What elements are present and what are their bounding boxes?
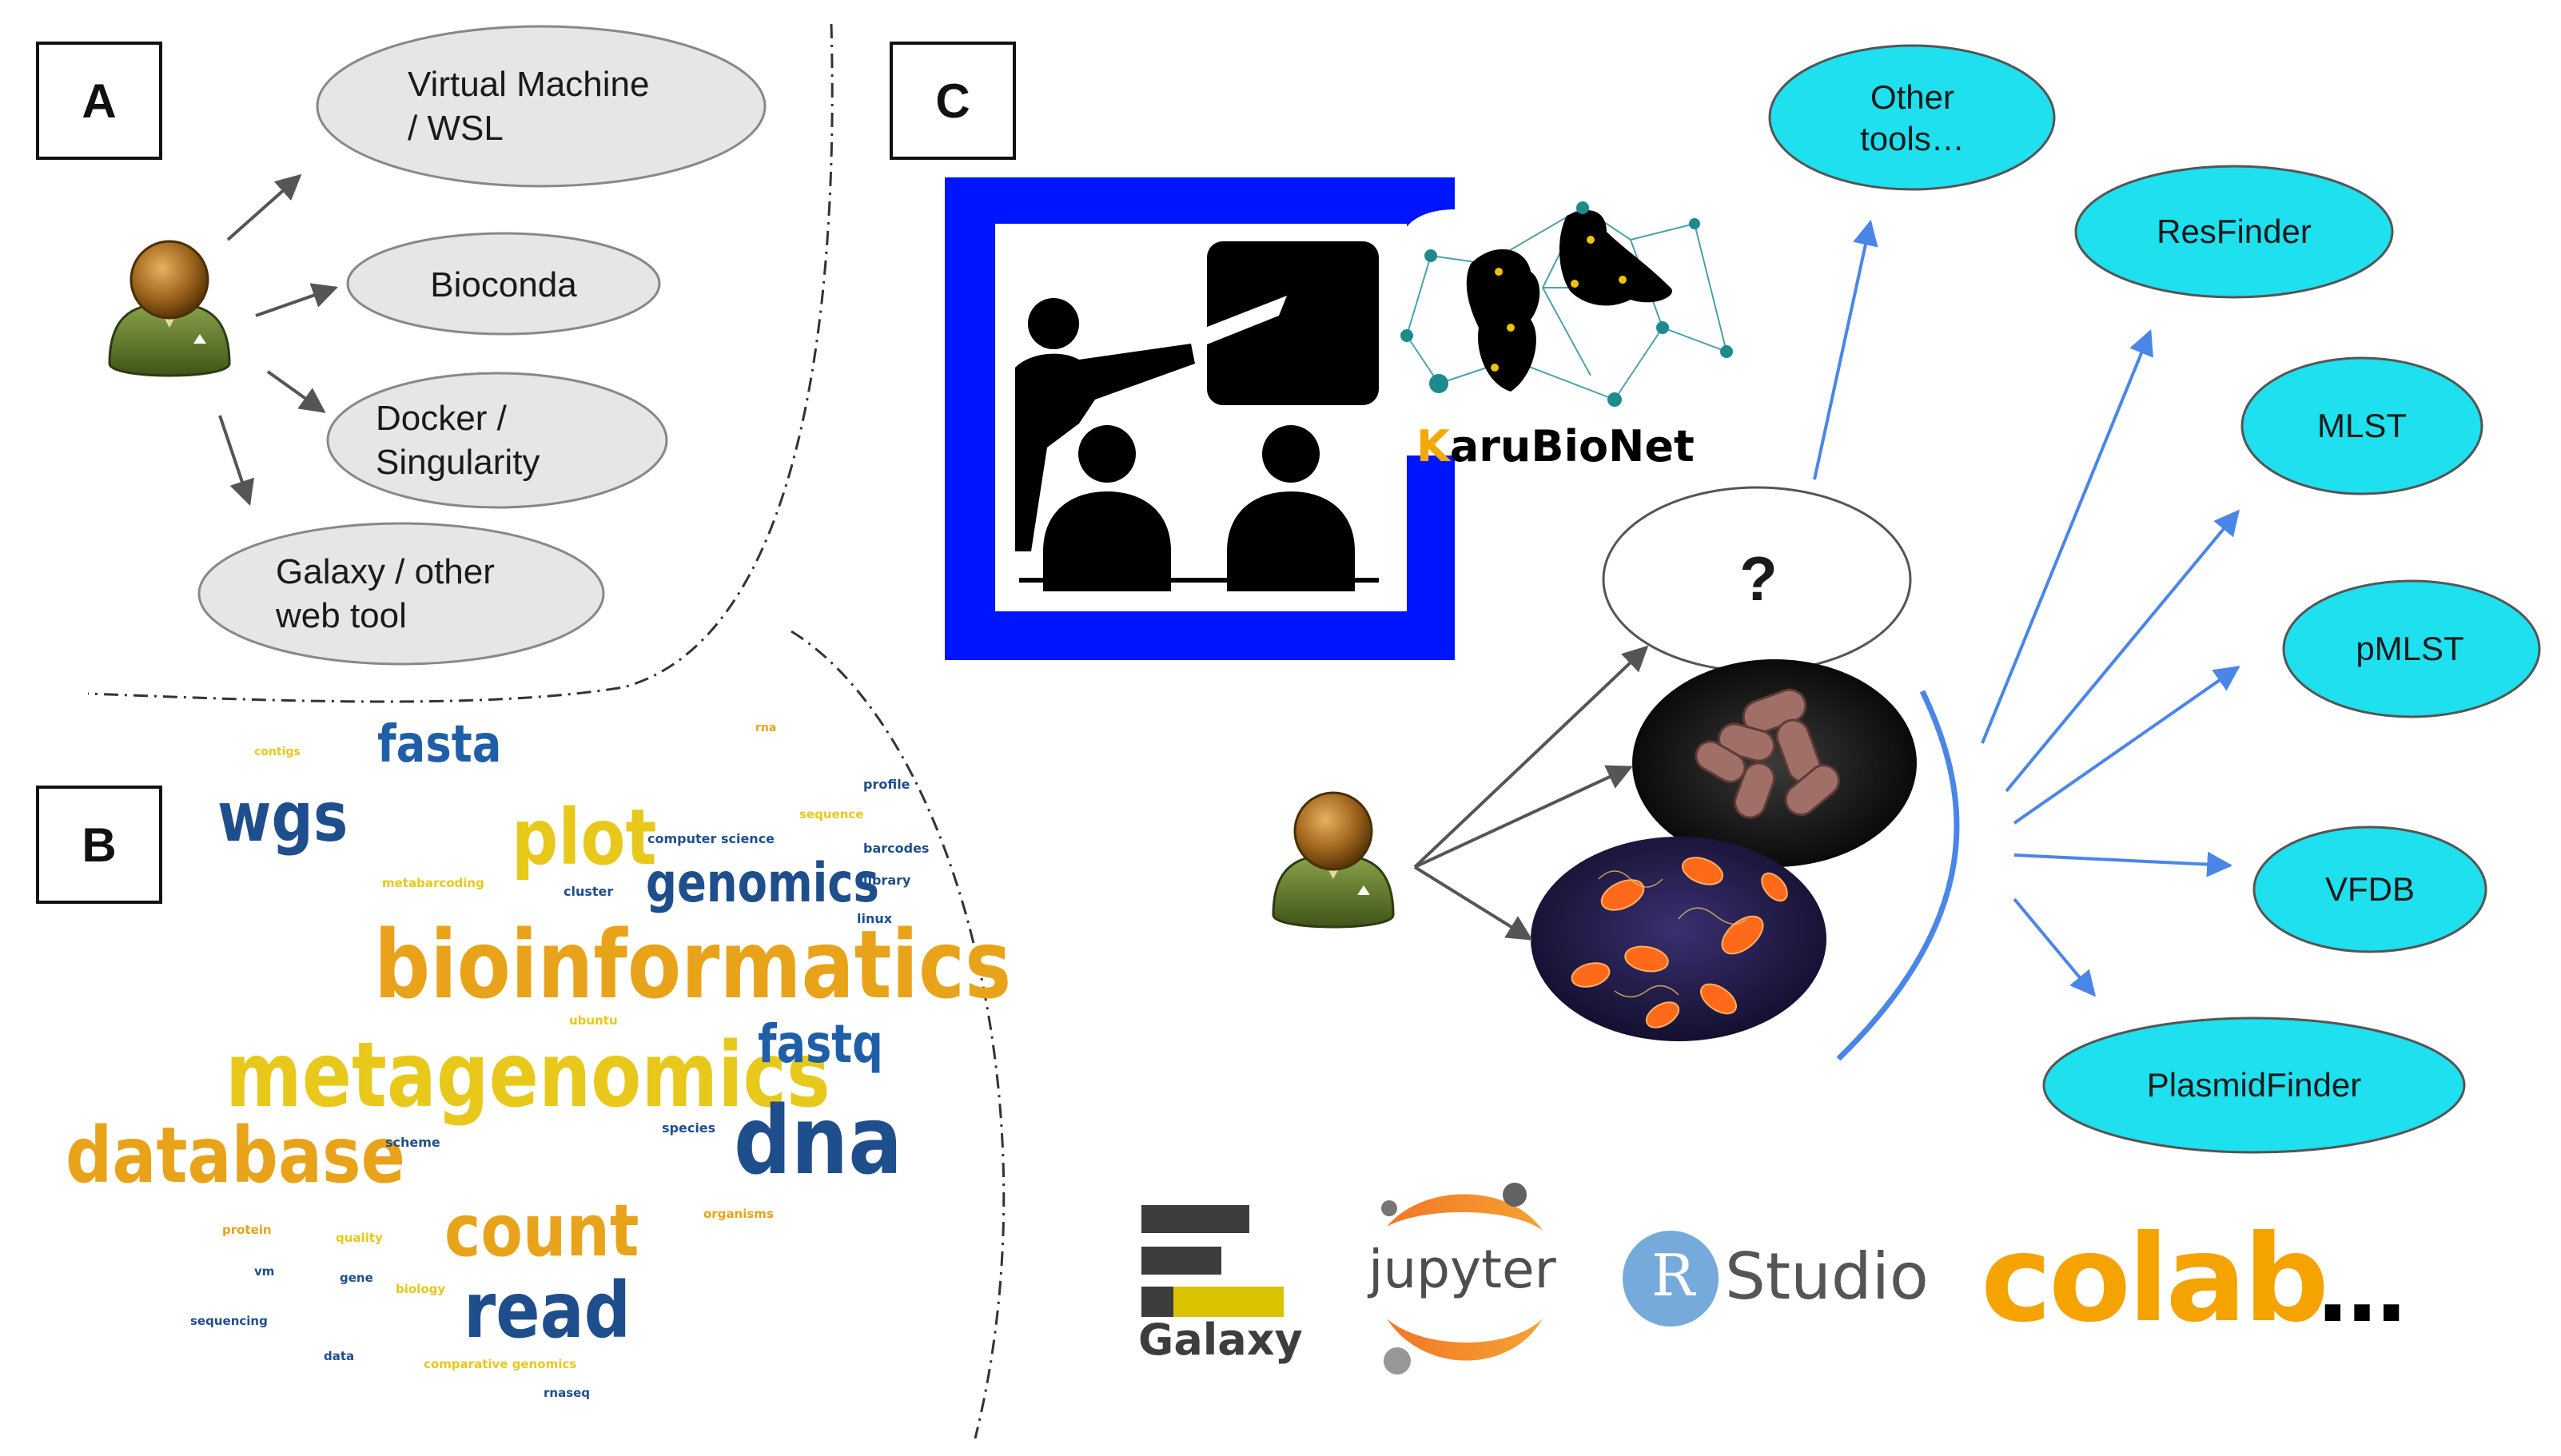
tool-ellipses bbox=[1768, 44, 2541, 1154]
tool-ellipse-resfinder bbox=[2074, 165, 2394, 299]
word-sequence: sequence bbox=[799, 807, 864, 821]
word-metagenomics: metagenomics bbox=[225, 1024, 830, 1128]
panel-a-options bbox=[197, 25, 767, 666]
word-plot: plot bbox=[512, 793, 657, 882]
word-genomics: genomics bbox=[646, 852, 879, 915]
option-label-bioconda: Bioconda bbox=[430, 265, 577, 304]
word-library: library bbox=[863, 873, 911, 888]
rstudio-logo-r: R bbox=[1651, 1242, 1695, 1309]
panel-label-b: B bbox=[36, 786, 162, 904]
network-map-icon bbox=[1400, 201, 1733, 407]
word-read: read bbox=[464, 1266, 631, 1355]
bacteria-micrograph-icon bbox=[1531, 659, 1917, 1041]
word-ubuntu: ubuntu bbox=[569, 1013, 618, 1028]
word-data: data bbox=[324, 1349, 355, 1363]
word-scheme: scheme bbox=[385, 1135, 440, 1150]
tool-ellipse-vfdb bbox=[2252, 825, 2487, 953]
option-label-galaxy: Galaxy / other web tool bbox=[276, 552, 495, 635]
panel-label-c: C bbox=[890, 42, 1016, 160]
tool-label-vfdb: VFDB bbox=[2324, 869, 2415, 908]
word-protein: protein bbox=[222, 1223, 272, 1237]
word-cluster: cluster bbox=[564, 884, 614, 899]
word-database: database bbox=[66, 1111, 405, 1200]
tool-arrows bbox=[1813, 219, 2240, 997]
karubionet-logo-rest: aruBioNet bbox=[1449, 421, 1695, 471]
option-ellipse-docker bbox=[326, 372, 668, 509]
separator-b-c bbox=[791, 630, 1006, 1439]
word-barcodes: barcodes bbox=[863, 841, 930, 856]
option-ellipse-galaxy bbox=[197, 522, 605, 666]
tool-label-resfinder: ResFinder bbox=[2157, 212, 2312, 250]
galaxy-logo-text: Galaxy bbox=[1138, 1315, 1303, 1365]
option-label-vm: Virtual Machine / WSL bbox=[408, 65, 650, 148]
option-ellipse-bioconda bbox=[346, 232, 661, 336]
word-organisms: organisms bbox=[703, 1207, 774, 1221]
panel-a-arrows bbox=[218, 173, 339, 507]
word-species: species bbox=[662, 1120, 716, 1136]
word-profile: profile bbox=[863, 777, 910, 792]
tool-ellipse-pmlst bbox=[2282, 579, 2541, 718]
word-metabarcoding: metabarcoding bbox=[382, 876, 484, 890]
more-ellipsis: … bbox=[2318, 1239, 2406, 1342]
classroom-teacher-icon bbox=[945, 177, 1455, 660]
galaxy-logo-icon bbox=[1141, 1205, 1284, 1317]
option-ellipse-vm bbox=[316, 25, 767, 188]
tool-ellipse-other bbox=[1768, 44, 2056, 191]
panel-label-a: A bbox=[36, 42, 162, 160]
word-rna: rna bbox=[755, 722, 777, 734]
tool-ellipse-mlst bbox=[2240, 356, 2483, 495]
tool-label-pmlst: pMLST bbox=[2356, 629, 2464, 667]
karubionet-logo: KaruBioNet bbox=[1416, 425, 1695, 468]
word-sequencing: sequencing bbox=[190, 1314, 268, 1328]
user-avatar-icon bbox=[1272, 791, 1395, 929]
tool-label-other: Other tools… bbox=[1860, 78, 1965, 158]
word-linux: linux bbox=[857, 911, 893, 926]
word-contigs: contigs bbox=[254, 746, 301, 758]
word-computer-science: computer science bbox=[647, 831, 775, 846]
word-wgs: wgs bbox=[217, 778, 349, 857]
word-rnaseq: rnaseq bbox=[544, 1386, 591, 1400]
user-avatar-icon bbox=[108, 240, 231, 377]
rstudio-logo-icon bbox=[1623, 1231, 1719, 1327]
word-comparative-genomics: comparative genomics bbox=[424, 1357, 577, 1371]
rstudio-logo-text: Studio bbox=[1725, 1239, 1929, 1314]
word-quality: quality bbox=[336, 1231, 383, 1245]
panel-c-user-arrows bbox=[1413, 645, 1649, 941]
jupyter-logo-text: jupyter bbox=[1368, 1239, 1556, 1300]
separator-a-c bbox=[87, 23, 834, 703]
word-biology: biology bbox=[396, 1282, 446, 1296]
word-gene: gene bbox=[340, 1271, 373, 1285]
tool-label-plasmidfinder: PlasmidFinder bbox=[2146, 1065, 2362, 1104]
word-fastq: fastq bbox=[758, 1013, 883, 1075]
question-mark: ? bbox=[1739, 543, 1778, 615]
jupyter-logo-icon bbox=[1381, 1183, 1543, 1374]
word-vm: vm bbox=[254, 1264, 275, 1279]
word-dna: dna bbox=[734, 1085, 902, 1195]
tool-label-mlst: MLST bbox=[2316, 406, 2407, 444]
word-bioinformatics: bioinformatics bbox=[374, 909, 1012, 1020]
word-count: count bbox=[444, 1189, 639, 1273]
colab-logo-text: colab bbox=[1981, 1210, 2329, 1349]
panel-separators bbox=[87, 23, 1006, 1439]
tool-ellipse-plasmidfinder bbox=[2042, 1016, 2466, 1154]
karubionet-logo-k: K bbox=[1416, 421, 1450, 471]
bracket-curve bbox=[1836, 690, 1960, 1061]
word-fasta: fasta bbox=[377, 715, 502, 774]
option-label-docker: Docker / Singularity bbox=[376, 399, 540, 482]
